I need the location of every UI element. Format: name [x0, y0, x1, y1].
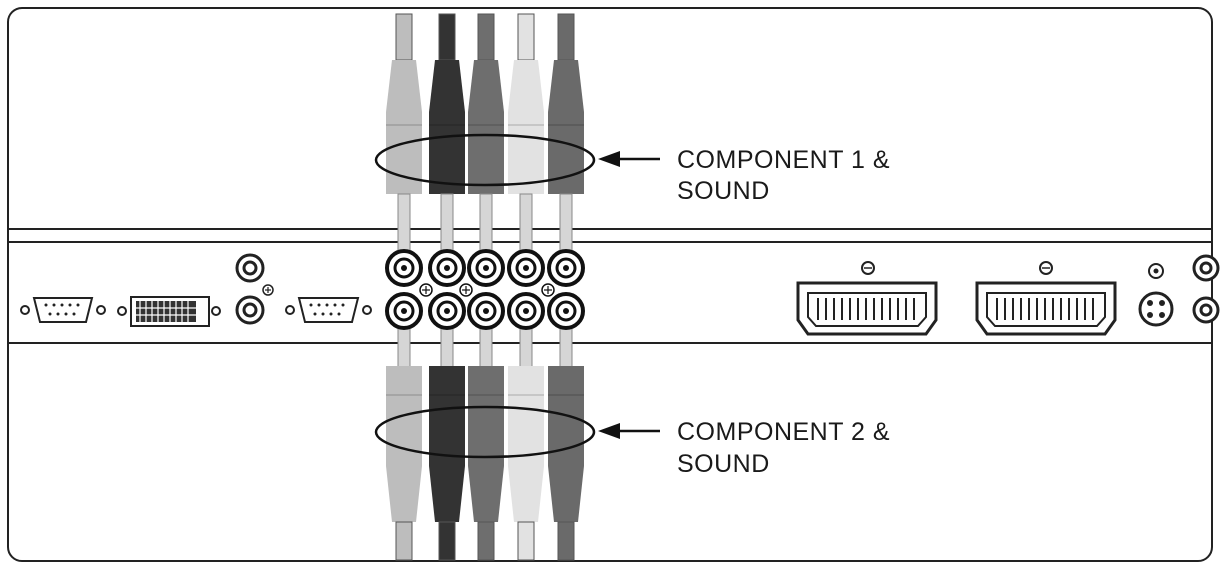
component-2-label-line1: COMPONENT 2 &: [677, 418, 890, 446]
rca-jack-row2-2: [428, 292, 466, 330]
component-1-highlight-ellipse: [374, 133, 596, 187]
svideo-port: [1138, 263, 1174, 327]
rca-cable-plug-4: [508, 321, 544, 561]
jack-screw-2: [459, 283, 473, 297]
component-1-arrow: [598, 151, 660, 167]
dvi-port: [117, 296, 221, 327]
jack-screw-3: [541, 283, 555, 297]
component-2-highlight-ellipse: [374, 405, 596, 459]
rca-cable-plug-2: [429, 13, 465, 255]
component-2-cable-set: [386, 321, 584, 561]
vga-port-center: [285, 297, 372, 323]
rca-jack-row2-3: [467, 292, 505, 330]
component-1-label-line2: SOUND: [677, 177, 770, 205]
jack-screw-1: [419, 283, 433, 297]
component-rca-jacks: [385, 249, 585, 330]
scart-port-2: [975, 261, 1117, 336]
rca-jack-row1-5: [547, 249, 585, 287]
rca-jack-row1-1: [385, 249, 423, 287]
rca-jack-row1-4: [507, 249, 545, 287]
right-edge-rca-jacks: [1192, 254, 1220, 324]
component-1-label-line1: COMPONENT 1 &: [677, 146, 890, 174]
rca-jack-row2-5: [547, 292, 585, 330]
vga-port-left: [20, 297, 106, 323]
rca-jack-row2-4: [507, 292, 545, 330]
panel-frame: [7, 7, 1213, 562]
rca-cable-plug-2: [429, 321, 465, 561]
rca-jack-row1-3: [467, 249, 505, 287]
component-2-label-line2: SOUND: [677, 450, 770, 478]
rca-jack-row1-2: [428, 249, 466, 287]
rca-cable-plug-3: [468, 13, 504, 255]
connector-strip: [8, 228, 1212, 344]
rca-cable-plug-4: [508, 13, 544, 255]
scart-port-1: [796, 261, 938, 336]
rca-jack-row2-1: [385, 292, 423, 330]
component-2-arrow: [598, 423, 660, 439]
rca-cable-plug-3: [468, 321, 504, 561]
audio-in-rca-pair: [235, 253, 274, 325]
